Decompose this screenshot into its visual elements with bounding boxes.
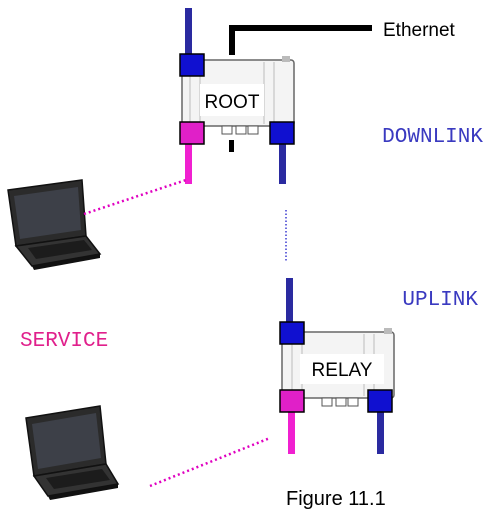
root-service-antenna <box>185 142 192 184</box>
ethernet-label: Ethernet <box>383 20 456 41</box>
service-link-root <box>83 178 187 216</box>
root-label: ROOT <box>205 92 260 113</box>
laptop-icon <box>25 405 120 500</box>
service-label: SERVICE <box>20 330 108 353</box>
relay-label: RELAY <box>312 360 373 381</box>
uplink-label: UPLINK <box>402 289 478 312</box>
laptop-icon <box>7 179 102 270</box>
relay-label-plate <box>300 354 384 384</box>
relay-service-antenna <box>288 408 295 454</box>
figure-caption: Figure 11.1 <box>286 488 386 510</box>
root-label-plate <box>200 84 264 116</box>
root-downlink-port <box>269 121 295 145</box>
relay-downlink-port <box>367 389 393 413</box>
relay-downlink-antenna <box>377 408 384 454</box>
relay-device: RELAY <box>279 278 395 454</box>
root-service-port <box>179 121 205 145</box>
relay-uplink-antenna <box>286 278 293 324</box>
ethernet-cable <box>229 25 372 55</box>
relay-uplink-port <box>279 321 305 345</box>
root-bottom-stub <box>229 140 234 152</box>
root-downlink-antenna <box>279 142 286 184</box>
root-uplink-antenna <box>185 8 192 56</box>
root-device: ROOT <box>179 8 295 184</box>
root-uplink-port <box>179 53 205 77</box>
service-link-relay <box>149 436 271 488</box>
downlink-label: DOWNLINK <box>382 126 483 149</box>
relay-service-port <box>279 389 305 413</box>
